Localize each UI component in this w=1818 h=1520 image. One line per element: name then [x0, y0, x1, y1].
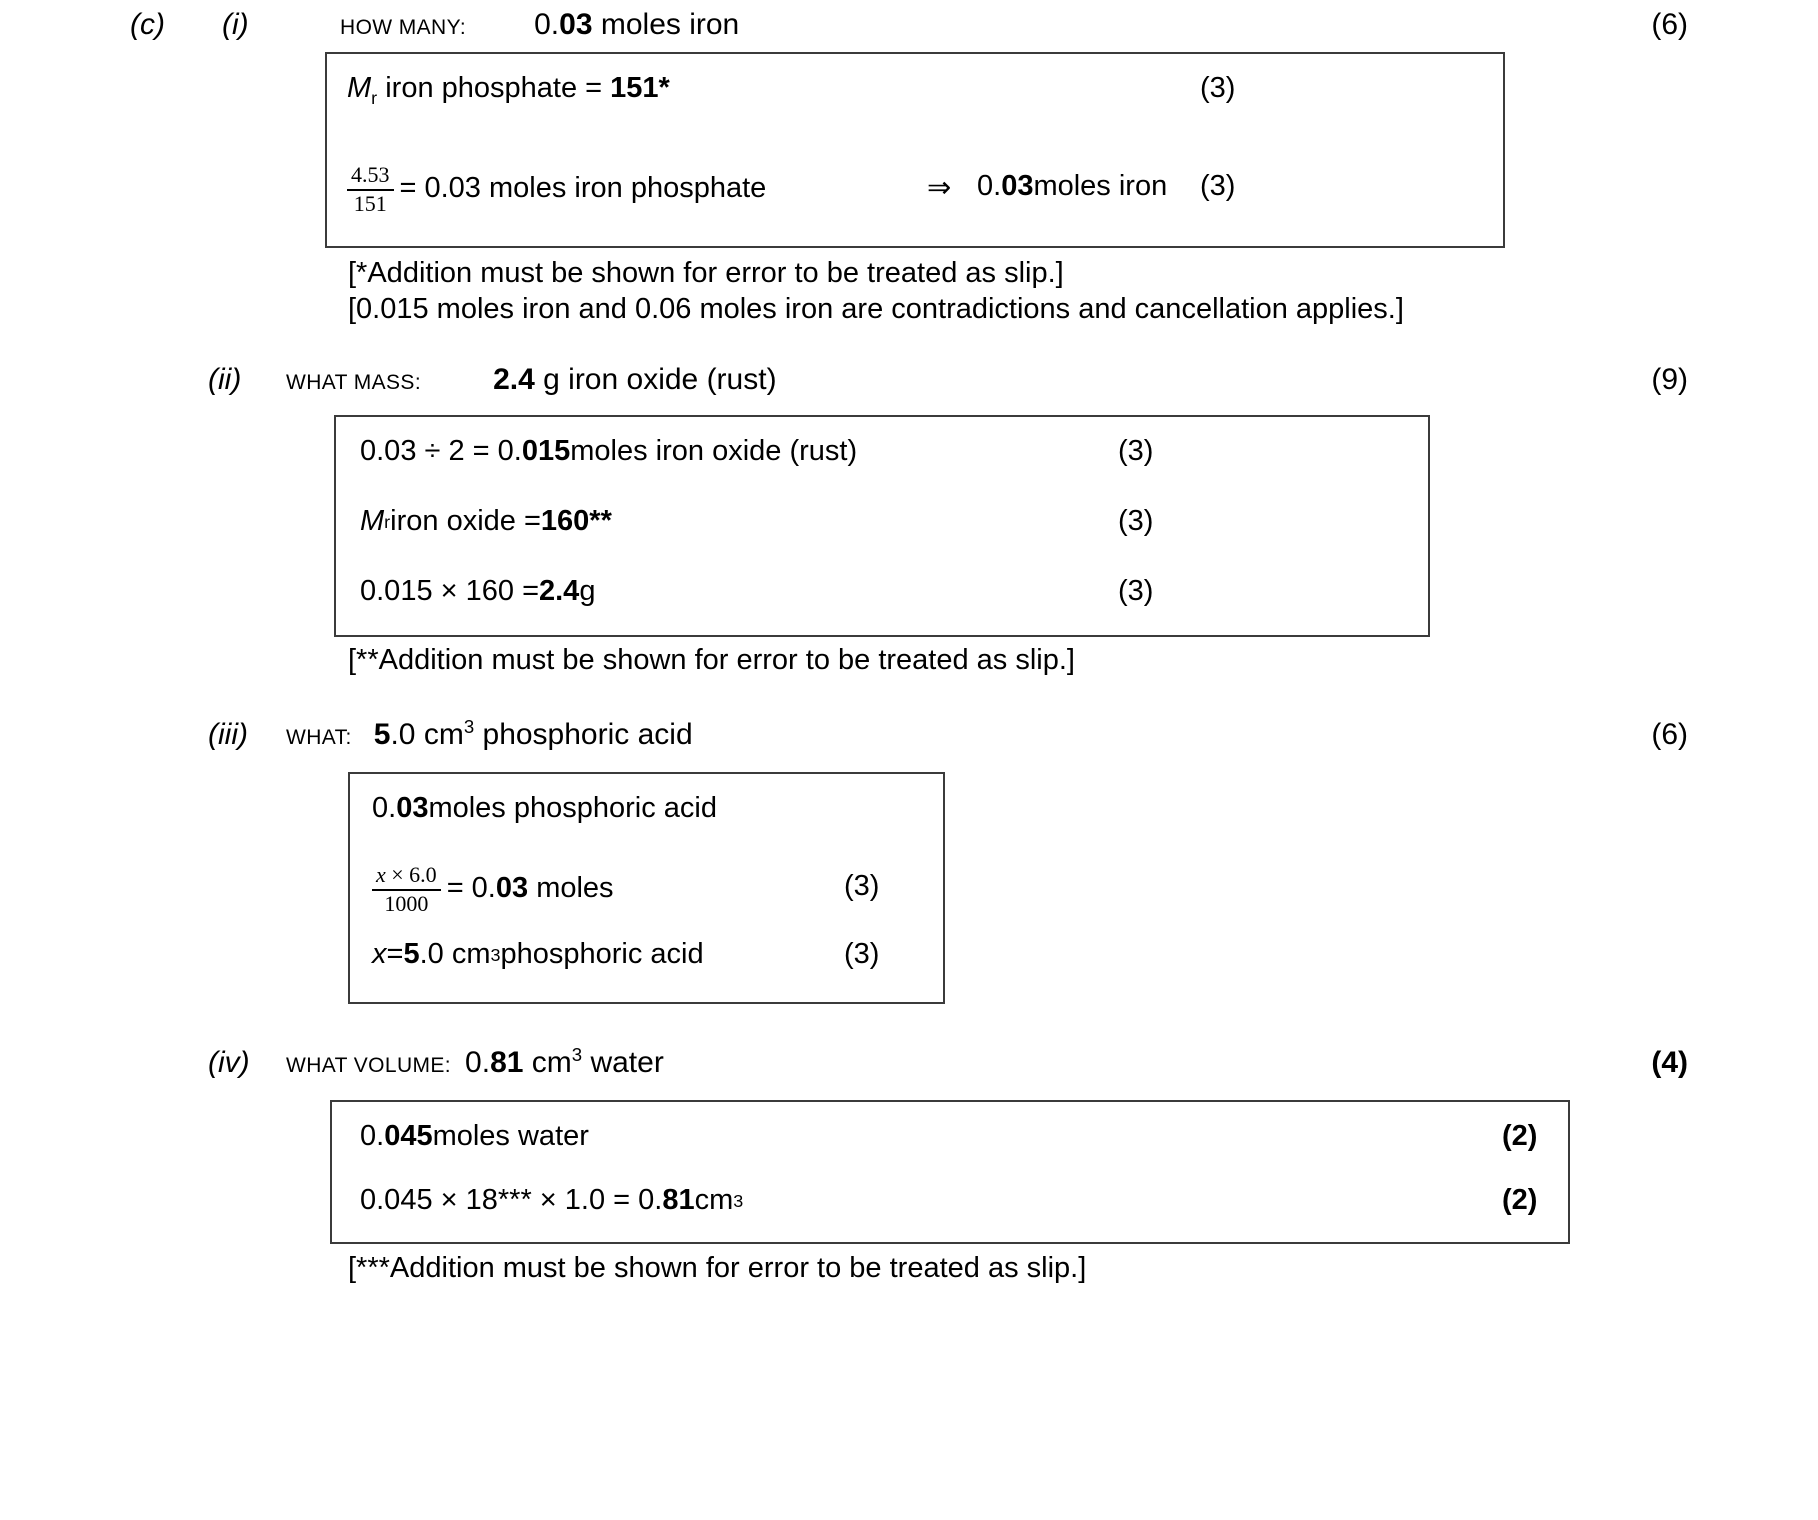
prompt-how-many: HOW MANY:	[340, 16, 467, 39]
question-row-ii: (ii) WHAT MASS: 2.4 g iron oxide (rust) …	[208, 363, 1688, 397]
fraction-4-53-over-151: 4.53 151	[347, 162, 394, 216]
fraction-numerator: 4.53	[347, 162, 394, 191]
subpart-label-iv: (iv)	[208, 1046, 250, 1079]
total-marks-iii: (6)	[1651, 718, 1688, 751]
box-i-line-2-result: 0.03 moles iron	[977, 170, 1168, 202]
note-ii-1: [**Addition must be shown for error to b…	[348, 644, 1075, 676]
prompt-what: WHAT:	[286, 726, 352, 749]
box-i-line-1: Mr iron phosphate = 151*	[347, 72, 670, 108]
answer-box-iii: 0.03 moles phosphoric acid x × 6.0 1000 …	[348, 772, 945, 1004]
fraction-numerator: x × 6.0	[372, 862, 441, 891]
total-marks-iv: (4)	[1651, 1046, 1688, 1079]
box-iv-mark-2: (2)	[1502, 1184, 1538, 1216]
question-row-iv: (iv) WHAT VOLUME: 0.81 cm3 water (4)	[208, 1044, 1688, 1080]
implies-arrow-icon: ⇒	[927, 172, 952, 204]
answer-i: 0.03 moles iron	[534, 8, 740, 41]
subpart-label-ii: (ii)	[208, 363, 242, 396]
note-i-1: [*Addition must be shown for error to be…	[348, 257, 1064, 289]
fraction-x-times-6-over-1000: x × 6.0 1000	[372, 862, 441, 916]
box-i-mark-2: (3)	[1200, 170, 1236, 202]
box-iii-mark-1: (3)	[844, 870, 880, 902]
box-i-line-2: 4.53 151 = 0.03 moles iron phosphate	[347, 162, 766, 215]
question-row-iii: (iii) WHAT: 5.0 cm3 phosphoric acid (6)	[208, 716, 1688, 752]
answer-iv: 0.81 cm3 water	[465, 1044, 664, 1079]
box-ii-mark-1: (3)	[1118, 435, 1154, 467]
box-iv-line-1: 0.045 moles water	[360, 1120, 589, 1152]
answer-ii: 2.4 g iron oxide (rust)	[493, 363, 777, 396]
answer-box-ii: 0.03 ÷ 2 = 0.015 moles iron oxide (rust)…	[334, 415, 1430, 637]
box-ii-mark-3: (3)	[1118, 575, 1154, 607]
note-iv-1: [***Addition must be shown for error to …	[348, 1252, 1087, 1284]
note-i-2: [0.015 moles iron and 0.06 moles iron ar…	[348, 293, 1404, 325]
box-i-mark-1: (3)	[1200, 72, 1236, 104]
box-iii-line-1: 0.03 moles phosphoric acid	[372, 792, 717, 824]
subpart-label-i: (i)	[222, 8, 249, 41]
answer-box-i: Mr iron phosphate = 151* (3) 4.53 151 = …	[325, 52, 1505, 248]
fraction-denominator: 151	[353, 190, 387, 216]
box-i-line-2-text: = 0.03 moles iron phosphate	[399, 172, 767, 205]
total-marks-ii: (9)	[1651, 363, 1688, 396]
part-letter-c: (c)	[130, 8, 165, 41]
box-iii-mark-2: (3)	[844, 938, 880, 970]
fraction-denominator: 1000	[384, 890, 429, 916]
prompt-what-mass: WHAT MASS:	[286, 371, 422, 394]
mr-iron-phosphate: Mr iron phosphate = 151*	[347, 72, 670, 108]
answer-box-iv: 0.045 moles water (2) 0.045 × 18*** × 1.…	[330, 1100, 1570, 1244]
question-row-i: (c) (i) HOW MANY: 0.03 moles iron (6)	[130, 8, 1688, 42]
prompt-what-volume: WHAT VOLUME:	[286, 1054, 452, 1077]
box-ii-line-3: 0.015 × 160 = 2.4 g	[360, 575, 596, 607]
box-iv-mark-1: (2)	[1502, 1120, 1538, 1152]
box-ii-mark-2: (3)	[1118, 505, 1154, 537]
total-marks-i: (6)	[1651, 8, 1688, 41]
box-ii-line-1: 0.03 ÷ 2 = 0.015 moles iron oxide (rust)	[360, 435, 858, 467]
box-iii-line-2: x × 6.0 1000 = 0.03 moles	[372, 862, 614, 915]
box-iii-line-2-text: = 0.03 moles	[446, 872, 614, 905]
subpart-label-iii: (iii)	[208, 718, 248, 751]
answer-iii: 5.0 cm3 phosphoric acid	[373, 716, 693, 751]
